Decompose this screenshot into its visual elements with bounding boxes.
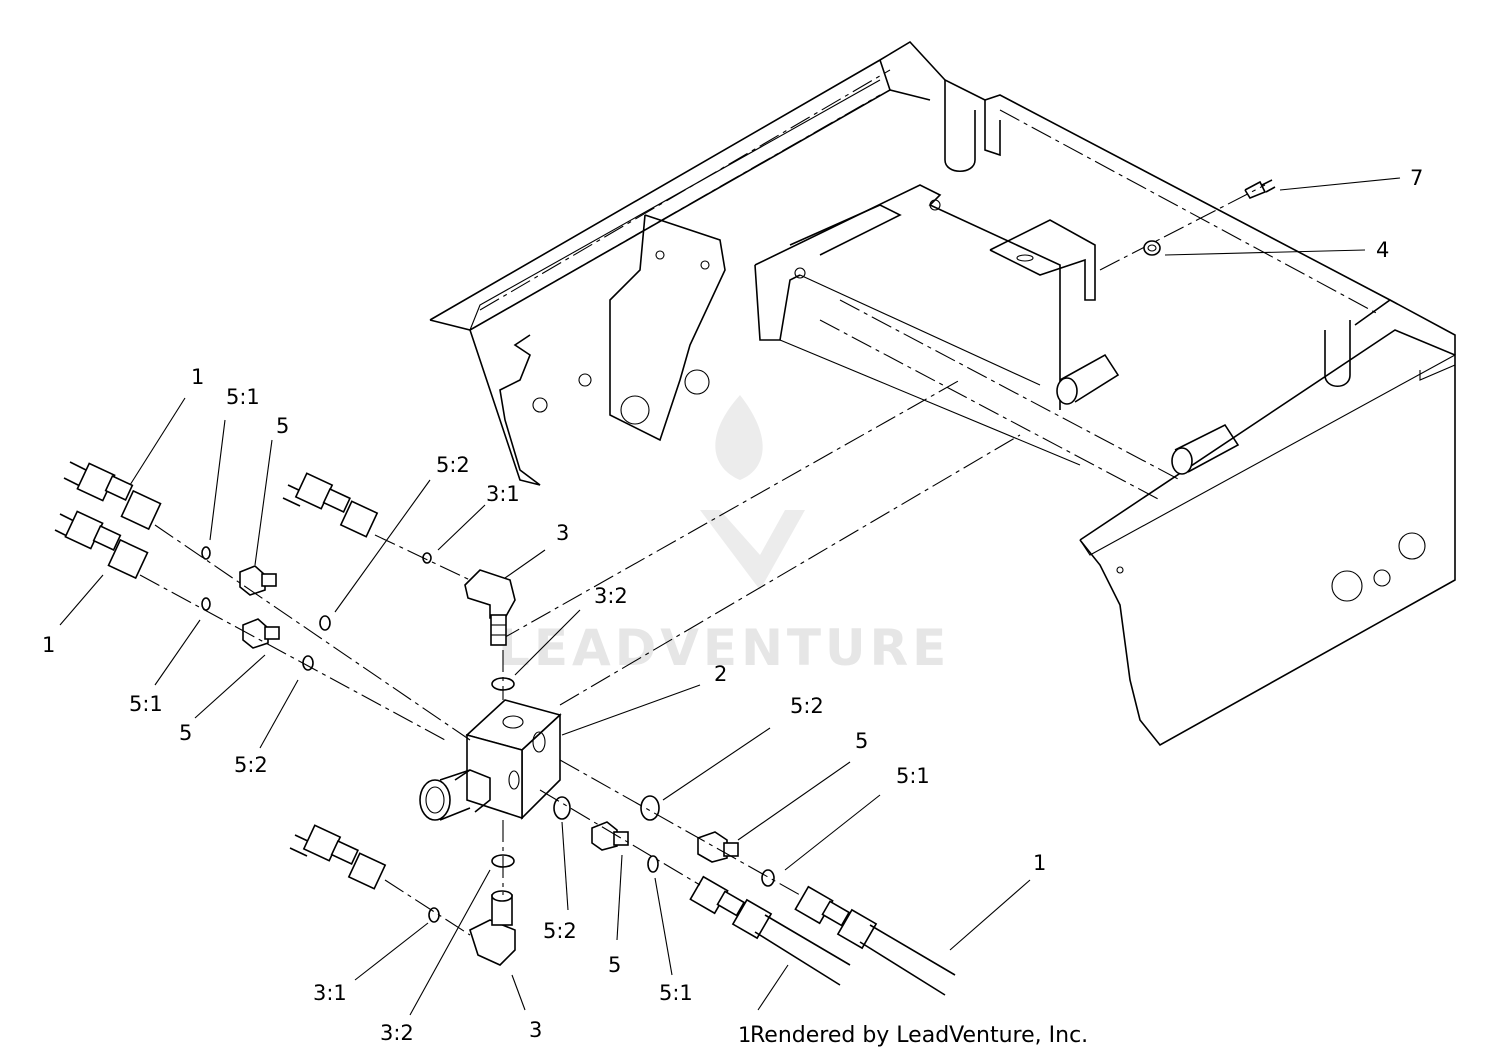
bolt-part-7: [1244, 179, 1276, 199]
elbow-fitting-part-3-bottom: [469, 890, 516, 966]
callout-5-right: 5: [855, 729, 868, 753]
callout-2: 2: [714, 662, 727, 686]
callout-5-top: 5: [276, 414, 289, 438]
adapter-fittings: [239, 565, 739, 863]
callout-5-1-left: 5:1: [129, 692, 163, 716]
valve-block-part-2: [419, 699, 562, 821]
callout-5-2-top: 5:2: [436, 453, 470, 477]
assembly-lines: [139, 524, 801, 936]
callout-1-right: 1: [1033, 851, 1046, 875]
frame-assembly: [429, 40, 1456, 747]
render-credit: Rendered by LeadVenture, Inc.: [750, 1023, 1088, 1048]
callout-3-1-bottom: 3:1: [313, 981, 347, 1005]
watermark-text: LEADVENTURE: [498, 619, 950, 677]
callout-labels: 1 1 1 1 2 3 3 3:1 3:1 3:2 3:2 4 5 5 5 5 …: [42, 166, 1423, 1047]
pin-upper: [1056, 353, 1120, 405]
callout-3-1-top: 3:1: [486, 482, 520, 506]
callout-3-2-bottom: 3:2: [380, 1021, 414, 1045]
o-rings: [201, 546, 775, 923]
callout-5-bottom: 5: [608, 953, 621, 977]
pin-lower: [1171, 423, 1240, 475]
hoses: [54, 461, 956, 996]
elbow-fitting-part-3-top: [464, 569, 516, 646]
callout-7: 7: [1410, 166, 1423, 190]
callout-5-left: 5: [179, 721, 192, 745]
callout-5-2-bottom: 5:2: [543, 919, 577, 943]
callout-4: 4: [1376, 238, 1389, 262]
callout-1-left-bottom: 1: [42, 633, 55, 657]
callout-5-2-right: 5:2: [790, 694, 824, 718]
callout-3-2-top: 3:2: [594, 584, 628, 608]
callout-5-1-bottom: 5:1: [659, 981, 693, 1005]
callout-5-1-right: 5:1: [896, 764, 930, 788]
callout-5-1-top: 5:1: [226, 385, 260, 409]
callout-1-bottom: 1: [738, 1023, 751, 1047]
washer-part-4: [1143, 240, 1161, 256]
watermark-logo: LEADVENTURE: [498, 395, 950, 677]
callout-5-2-left: 5:2: [234, 753, 268, 777]
callout-1-left-top: 1: [191, 365, 204, 389]
callout-3-bottom: 3: [529, 1018, 542, 1042]
leader-lines: [59, 177, 1401, 1016]
callout-3-top: 3: [556, 521, 569, 545]
